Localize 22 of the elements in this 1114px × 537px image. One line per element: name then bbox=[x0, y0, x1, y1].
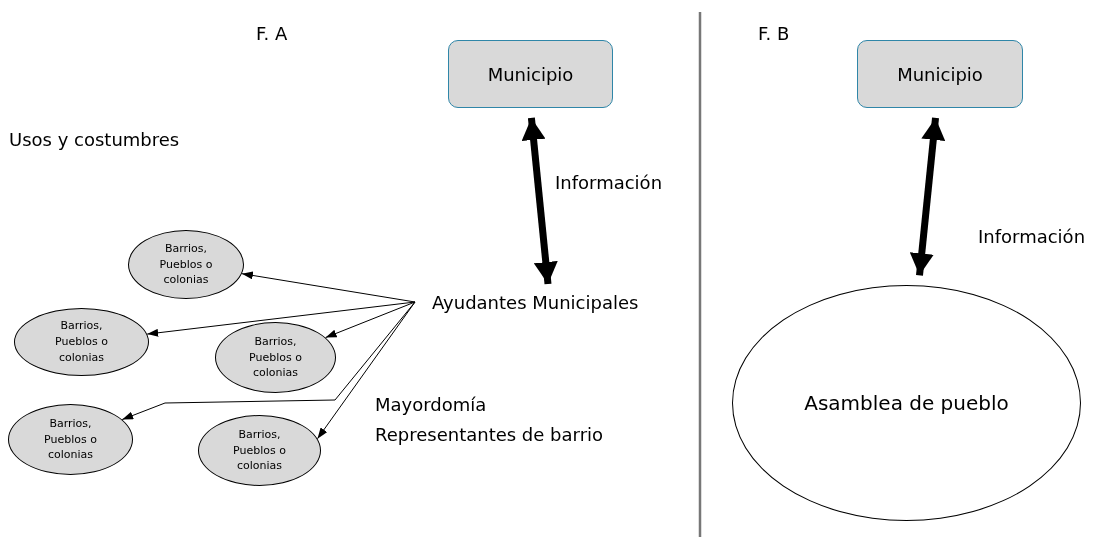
node-label: Barrios, Pueblos o colonias bbox=[43, 415, 98, 464]
node-label: Asamblea de pueblo bbox=[804, 391, 1009, 415]
arrow bbox=[317, 301, 416, 440]
double-arrow bbox=[909, 117, 946, 276]
arrow bbox=[325, 301, 416, 339]
double-arrow bbox=[521, 117, 558, 285]
node-label: Municipio bbox=[487, 63, 574, 85]
node-label: Municipio bbox=[897, 63, 983, 85]
text-label: Ayudantes Municipales bbox=[432, 291, 639, 313]
text-label: Representantes de barrio bbox=[375, 424, 604, 445]
panel-title: F. A bbox=[256, 23, 288, 44]
node-label: Barrios, Pueblos o colonias bbox=[232, 426, 287, 475]
arrow bbox=[241, 271, 416, 303]
text-label: Usos y costumbres bbox=[9, 129, 180, 150]
node-label: Barrios, Pueblos o colonias bbox=[54, 318, 109, 366]
process-box bbox=[857, 40, 1023, 108]
process-box bbox=[448, 40, 613, 108]
text-label: Mayordomía bbox=[375, 394, 487, 415]
node-label: Barrios, Pueblos o colonias bbox=[158, 240, 214, 289]
arrow bbox=[121, 301, 416, 421]
node-label: Barrios, Pueblos o colonias bbox=[248, 333, 303, 382]
panel-title: F. B bbox=[758, 23, 790, 44]
